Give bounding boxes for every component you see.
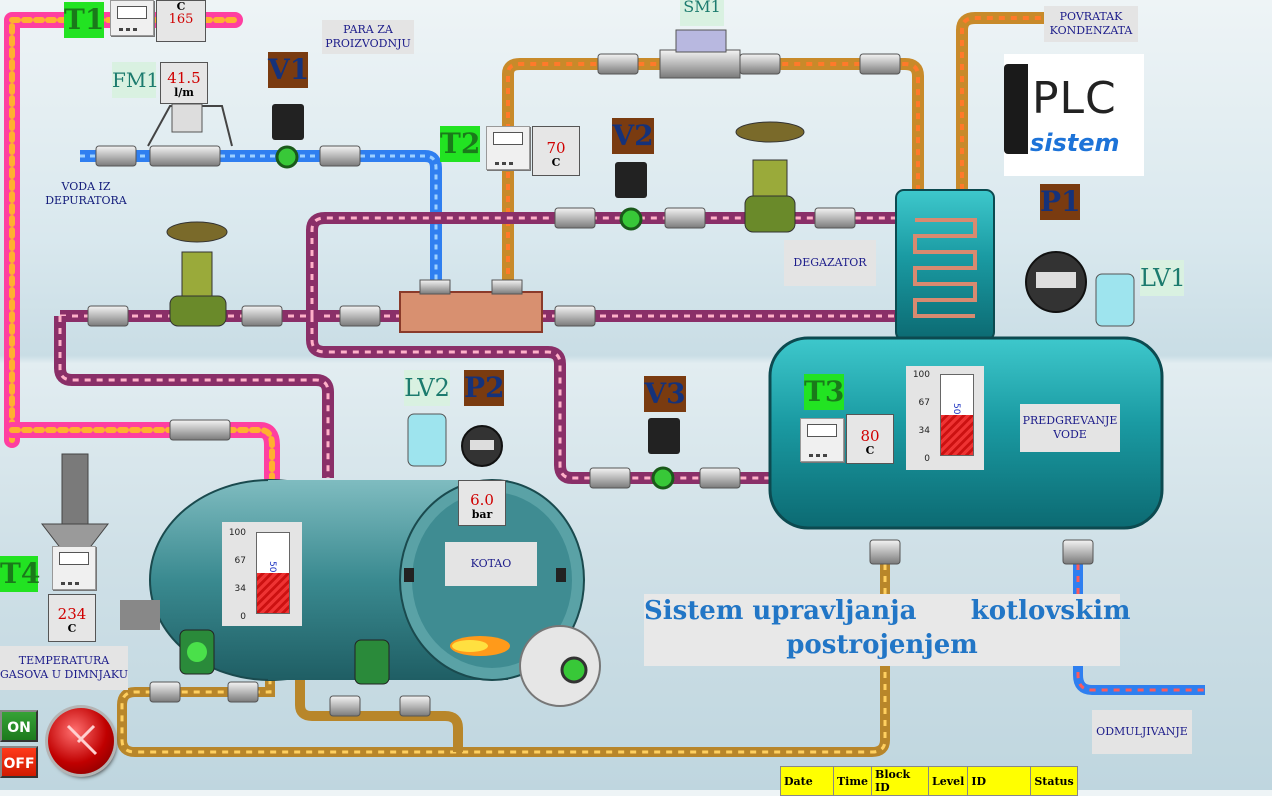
tag-sm1: SM1 bbox=[680, 0, 724, 26]
tag-p1: P1 bbox=[1040, 184, 1081, 220]
tag-lv1: LV1 bbox=[1140, 260, 1186, 296]
label-degazator: DEGAZATOR bbox=[784, 240, 876, 286]
tag-p2: P2 bbox=[464, 370, 505, 406]
t1-value: 165 bbox=[168, 12, 194, 27]
label-kotao: KOTAO bbox=[445, 542, 537, 586]
boiler-level-fill bbox=[257, 573, 289, 613]
tag-fm1: FM1 bbox=[112, 62, 159, 98]
t3-value: 80 bbox=[860, 427, 880, 445]
steam-meter-sm1 bbox=[659, 49, 741, 79]
log-header-block-id[interactable]: Block ID bbox=[871, 766, 930, 796]
label-voda: VODA IZ DEPURATORA bbox=[45, 180, 127, 207]
alarm-log-table: Date Time Block ID Level ID Status bbox=[780, 766, 1078, 796]
p2-unit: bar bbox=[471, 508, 493, 521]
tag-t1: T1 bbox=[64, 2, 105, 38]
preheater-tick-34: 34 bbox=[918, 426, 930, 436]
preheater-level-fill bbox=[941, 415, 973, 455]
logo-bar bbox=[1004, 64, 1028, 154]
tag-t4: T4 bbox=[0, 556, 41, 592]
t2-value: 70 bbox=[546, 139, 566, 157]
label-temperatura: TEMPERATURA GASOVA U DIMNJAKU bbox=[0, 646, 128, 690]
boiler-level-gauge: 100 67 34 0 50 bbox=[222, 522, 302, 626]
tag-t2: T2 bbox=[440, 126, 481, 162]
tag-v1: V1 bbox=[268, 52, 310, 88]
fm1-value: 41.5 bbox=[167, 69, 201, 87]
level-transmitters bbox=[407, 273, 1135, 467]
logo-sistem-text: sistem bbox=[1030, 129, 1120, 157]
off-button[interactable]: OFF bbox=[0, 746, 38, 778]
temperature-transmitter-t2 bbox=[486, 126, 530, 170]
preheater-tick-67: 67 bbox=[918, 398, 930, 408]
heat-exchanger bbox=[399, 291, 543, 333]
estop-icon bbox=[66, 724, 98, 756]
boiler-tick-100: 100 bbox=[228, 528, 246, 538]
t2-unit: C bbox=[551, 156, 561, 169]
label-odmuljivanje: ODMULJIVANJE bbox=[1092, 710, 1192, 754]
solenoid-valves bbox=[272, 104, 680, 490]
pipe-fittings bbox=[87, 53, 1094, 717]
t4-value: 234 bbox=[57, 605, 87, 623]
title-line-2: postrojenjem bbox=[786, 630, 978, 660]
temperature-transmitter-t4 bbox=[52, 546, 96, 590]
emergency-stop-button[interactable] bbox=[48, 708, 114, 774]
t1-unit: C bbox=[176, 0, 186, 13]
label-para: PARA ZA PROIZVODNJU bbox=[322, 20, 414, 54]
temperature-transmitter-t3 bbox=[800, 418, 844, 462]
p2-readout: 6.0 bar bbox=[458, 480, 506, 526]
cold-water-pipe bbox=[80, 150, 442, 286]
fm1-unit: l/m bbox=[174, 86, 194, 99]
log-header-date[interactable]: Date bbox=[780, 766, 834, 796]
temperature-transmitter-t1 bbox=[110, 0, 154, 36]
p2-value: 6.0 bbox=[470, 491, 494, 509]
label-predgrevanje: PREDGREVANJE VODE bbox=[1020, 404, 1120, 452]
fm1-readout: 41.5 l/m bbox=[160, 62, 208, 104]
log-header-level[interactable]: Level bbox=[928, 766, 969, 796]
drain-pipe bbox=[117, 540, 1205, 757]
boiler-level-text: 50 bbox=[267, 561, 277, 573]
boiler-tick-0: 0 bbox=[240, 612, 246, 622]
tag-v3: V3 bbox=[644, 376, 686, 412]
boiler-tick-67: 67 bbox=[234, 556, 246, 566]
tag-t3: T3 bbox=[804, 374, 845, 410]
preheater-level-tube: 50 bbox=[940, 374, 974, 456]
label-povratak: POVRATAK KONDENZATA bbox=[1044, 6, 1138, 42]
preheater-level-text: 50 bbox=[951, 403, 961, 415]
on-button[interactable]: ON bbox=[0, 710, 38, 742]
log-header-status[interactable]: Status bbox=[1030, 766, 1078, 796]
page-title: Sistem upravljanja kotlovskim postrojenj… bbox=[644, 594, 1131, 666]
tag-v2: V2 bbox=[612, 118, 654, 154]
pressure-gauges bbox=[461, 251, 1087, 467]
t3-unit: C bbox=[865, 444, 875, 457]
logo-plc-text: PLC bbox=[1032, 73, 1117, 124]
t1-readout: C 165 bbox=[156, 0, 206, 42]
preheater-tick-0: 0 bbox=[924, 454, 930, 464]
log-header-id[interactable]: ID bbox=[967, 766, 1032, 796]
boiler-tick-34: 34 bbox=[234, 584, 246, 594]
t4-unit: C bbox=[67, 622, 77, 635]
feed-pumps bbox=[179, 629, 390, 685]
tag-lv2: LV2 bbox=[404, 370, 450, 406]
boiler-level-tube: 50 bbox=[256, 532, 290, 614]
title-line-1: Sistem upravljanja kotlovskim bbox=[644, 596, 1131, 626]
t4-readout: 234 C bbox=[48, 594, 96, 642]
control-valves bbox=[166, 121, 805, 327]
log-header-time[interactable]: Time bbox=[832, 766, 873, 796]
preheater-level-gauge: 100 67 34 0 50 bbox=[906, 366, 984, 470]
plc-sistem-logo: PLC sistem bbox=[1004, 54, 1144, 176]
t2-readout: 70 C bbox=[532, 126, 580, 176]
t3-readout: 80 C bbox=[846, 414, 894, 464]
preheater-tick-100: 100 bbox=[912, 370, 930, 380]
